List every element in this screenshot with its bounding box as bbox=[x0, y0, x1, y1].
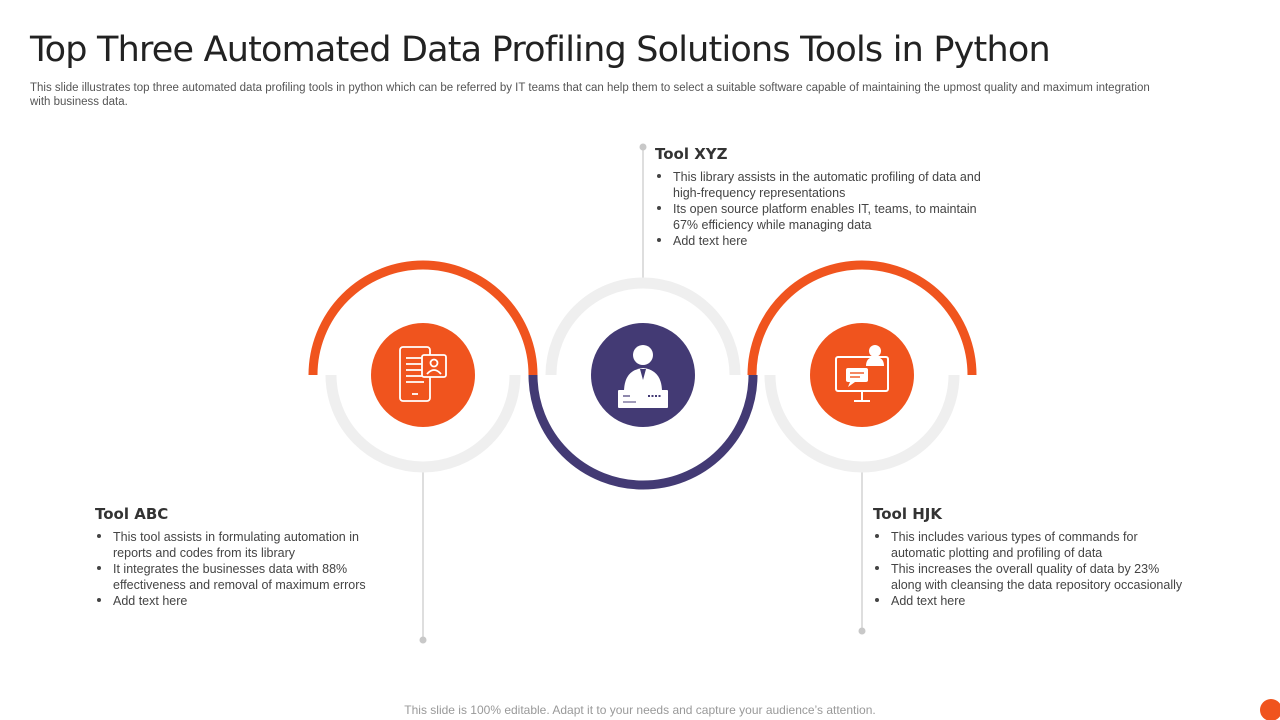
ring-abc-bottom bbox=[325, 374, 521, 473]
tool-xyz-bullets: This library assists in the automatic pr… bbox=[655, 169, 985, 249]
connector-dot-hjk bbox=[858, 627, 866, 635]
connector-dot-xyz bbox=[639, 143, 647, 151]
tool-abc-bullets: This tool assists in formulating automat… bbox=[95, 529, 395, 609]
user-login-icon bbox=[618, 345, 668, 408]
corner-dot bbox=[1260, 699, 1280, 720]
tool-xyz-title: Tool XYZ bbox=[655, 145, 728, 163]
tool-abc-block: Tool ABC This tool assists in formulatin… bbox=[95, 505, 395, 609]
arc-abc-top bbox=[308, 260, 538, 376]
list-item: It integrates the businesses data with 8… bbox=[95, 561, 395, 593]
tool-xyz-block: Tool XYZ This library assists in the aut… bbox=[655, 145, 985, 249]
tool-hjk-block: Tool HJK This includes various types of … bbox=[873, 505, 1193, 609]
arc-hjk-top bbox=[747, 260, 977, 376]
list-item: This increases the overall quality of da… bbox=[873, 561, 1193, 593]
tool-abc-title: Tool ABC bbox=[95, 505, 169, 523]
slide-subtitle: This slide illustrates top three automat… bbox=[30, 82, 1150, 108]
list-item: This tool assists in formulating automat… bbox=[95, 529, 395, 561]
arc-xyz-bottom bbox=[528, 374, 758, 490]
list-item: Add text here bbox=[655, 233, 985, 249]
list-item: Add text here bbox=[873, 593, 1193, 609]
slide-title: Top Three Automated Data Profiling Solut… bbox=[30, 30, 1051, 70]
list-item: This includes various types of commands … bbox=[873, 529, 1193, 561]
mobile-profile-icon bbox=[399, 346, 447, 402]
tool-hjk-bullets: This includes various types of commands … bbox=[873, 529, 1193, 609]
ring-hjk-bottom bbox=[764, 374, 960, 473]
tool-hjk-title: Tool HJK bbox=[873, 505, 942, 523]
ring-xyz-top bbox=[545, 277, 741, 376]
list-item: Its open source platform enables IT, tea… bbox=[655, 201, 985, 233]
slide-footer: This slide is 100% editable. Adapt it to… bbox=[404, 703, 876, 717]
list-item: Add text here bbox=[95, 593, 395, 609]
connector-dot-abc bbox=[419, 636, 427, 644]
monitor-chat-icon bbox=[835, 345, 889, 402]
list-item: This library assists in the automatic pr… bbox=[655, 169, 985, 201]
